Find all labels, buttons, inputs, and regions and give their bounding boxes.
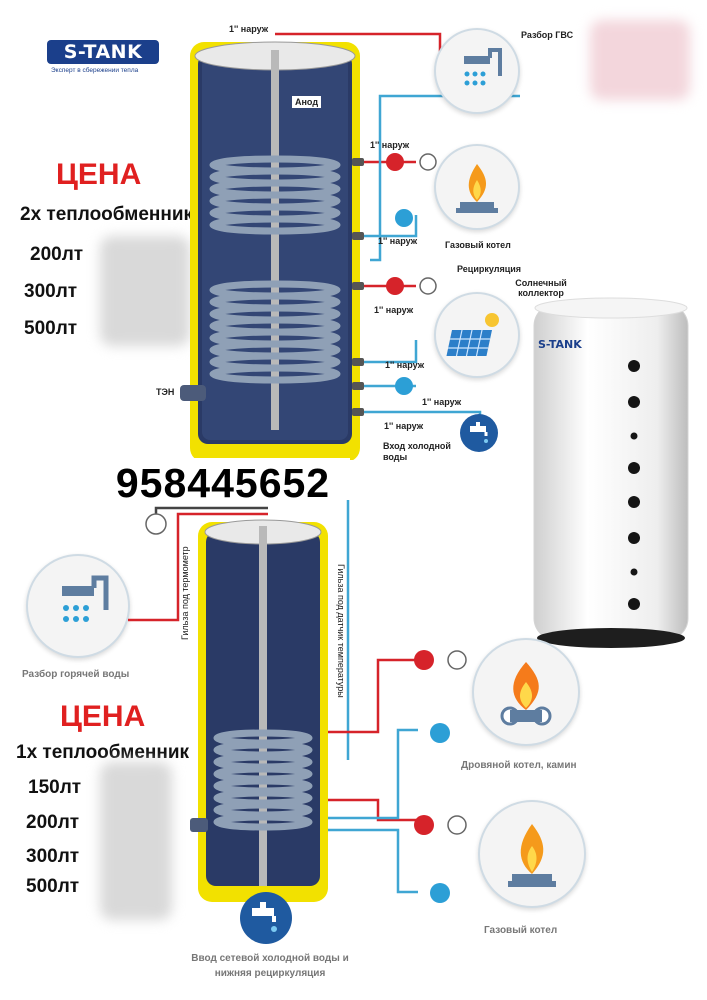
shower-icon-bottom xyxy=(26,554,130,658)
label-hot-draw: Разбор горячей воды xyxy=(22,669,130,680)
label-sensor-sleeve: Гильза под датчик температуры xyxy=(336,564,346,698)
tap-icon-top xyxy=(460,414,498,452)
logo-tagline: Эксперт в сбережении тепла xyxy=(51,67,139,74)
label-network-in: Ввод сетевой холодной воды и нижняя реци… xyxy=(191,953,349,979)
label-conn-4: 1'' наруж xyxy=(385,360,425,370)
lower-coil xyxy=(209,280,341,384)
corner-blur xyxy=(590,20,690,100)
price-blur-top xyxy=(100,236,190,346)
tap-icon-bottom xyxy=(240,892,292,944)
volume-bottom-2: 200лт xyxy=(26,812,80,833)
volume-top-3: 500лт xyxy=(24,318,78,339)
price-heading-bottom: ЦЕНА xyxy=(60,700,146,733)
label-conn-5: 1'' наруж xyxy=(422,397,462,407)
volume-bottom-1: 150лт xyxy=(28,777,82,798)
phone-number: 958445652 xyxy=(96,458,350,508)
upper-coil xyxy=(209,155,341,235)
volume-top-2: 300лт xyxy=(24,281,78,302)
exchanger-label-bottom: 1х теплообменник xyxy=(16,742,190,763)
bottom-flow-markers xyxy=(414,650,467,835)
volume-bottom-4: 500лт xyxy=(26,876,80,897)
label-solar: Солнечный коллектор xyxy=(515,278,567,298)
shower-icon-top xyxy=(434,28,520,114)
single-coil-tank-diagram xyxy=(128,500,418,902)
gas-flame-icon-top xyxy=(434,144,520,230)
exchanger-label-top: 2х теплообменник xyxy=(20,204,194,225)
label-conn-3: 1'' наруж xyxy=(374,305,414,315)
volume-bottom-3: 300лт xyxy=(26,846,80,867)
label-heater: ТЭН xyxy=(156,387,175,397)
tank-product-photo xyxy=(533,297,689,648)
brand-logo: S-TANK Эксперт в сбережении тепла xyxy=(47,40,159,80)
label-wood-boiler: Дровяной котел, камин xyxy=(461,760,577,771)
heater-stub xyxy=(180,385,206,401)
label-recirculation: Рециркуляция xyxy=(457,264,522,274)
twin-coil-tank-diagram xyxy=(180,32,520,460)
single-coil xyxy=(213,729,313,831)
volume-top-1: 200лт xyxy=(30,244,84,265)
anode-rod xyxy=(271,50,279,430)
label-conn-6: 1'' наруж xyxy=(384,421,424,431)
price-blur-bottom xyxy=(100,762,172,920)
wood-fire-icon xyxy=(472,638,580,746)
solar-panel-icon-top xyxy=(434,292,520,378)
price-heading-top: ЦЕНА xyxy=(56,158,142,191)
label-conn-top: 1'' наруж xyxy=(229,24,269,34)
label-gas-boiler-top: Газовый котел xyxy=(445,240,511,250)
label-cold-in: Вход холодной воды xyxy=(383,441,451,462)
label-gas-boiler-bottom: Газовый котел xyxy=(484,925,558,936)
gas-flame-icon-bottom xyxy=(478,800,586,908)
label-anode: Анод xyxy=(292,96,322,108)
logo-wordmark: S-TANK xyxy=(47,40,159,64)
label-thermo-sleeve: Гильза под термометр xyxy=(180,546,190,640)
blue-arrow-marker xyxy=(430,883,450,903)
tank-photo-brand: S-TANK xyxy=(538,338,582,351)
label-conn-2: 1'' наруж xyxy=(378,236,418,246)
label-conn-1: 1'' наруж xyxy=(370,140,410,150)
label-dhw: Разбор ГВС xyxy=(521,30,574,40)
